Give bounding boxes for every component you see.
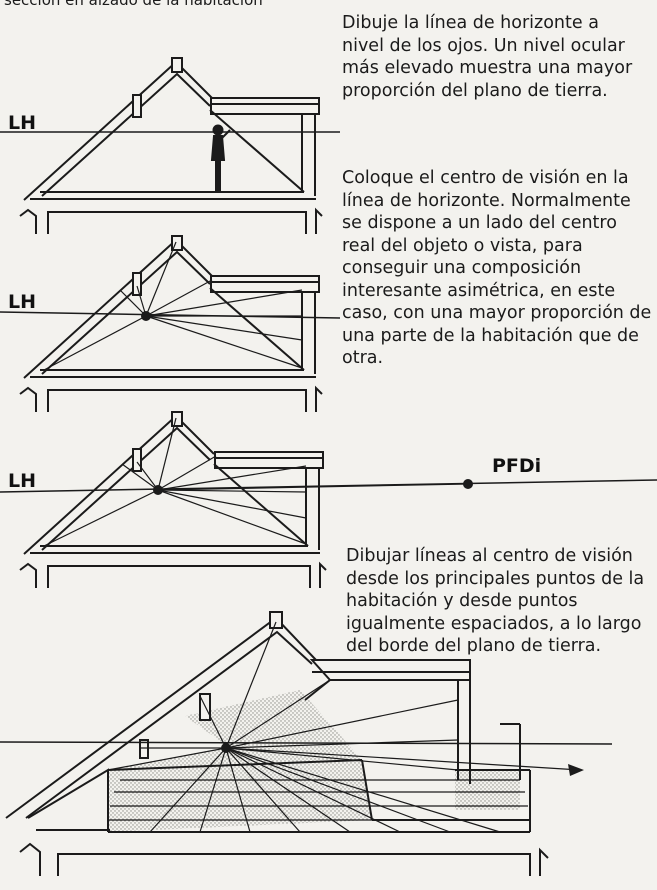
- header-fragment: sección en alzado de la habitación: [4, 0, 263, 9]
- arrow-head: [568, 764, 584, 776]
- horizon-line-4: [0, 741, 613, 745]
- horizon-label-3: LH: [8, 470, 37, 492]
- vanishing-point-label: PFDi: [492, 455, 542, 477]
- centre-of-vision-4: [221, 743, 231, 753]
- centre-of-vision-2: [141, 311, 151, 321]
- section-diagram-3: [19, 411, 327, 588]
- step-2-text: Coloque el centro de visión en la línea …: [342, 168, 652, 368]
- floor-grid: [107, 621, 530, 833]
- step-3-text: Dibujar líneas al centro de visión desde…: [346, 546, 645, 656]
- section-diagram-2: [19, 235, 323, 412]
- centre-of-vision-3: [153, 485, 163, 495]
- rays-diagram-2: [43, 241, 303, 371]
- arrow-line: [225, 747, 581, 771]
- section-diagram-1: [19, 57, 323, 234]
- vanishing-point: [463, 479, 473, 489]
- step-1-text: Dibuje la línea de horizonte a nivel de …: [342, 13, 633, 101]
- horizon-label-2: LH: [8, 291, 37, 313]
- horizon-line-3: [0, 479, 657, 493]
- ray-to-vanishing-point: [157, 483, 469, 491]
- horizon-line-2: [0, 311, 341, 319]
- horizon-label-1: LH: [8, 112, 37, 134]
- rays-diagram-3: [43, 417, 307, 547]
